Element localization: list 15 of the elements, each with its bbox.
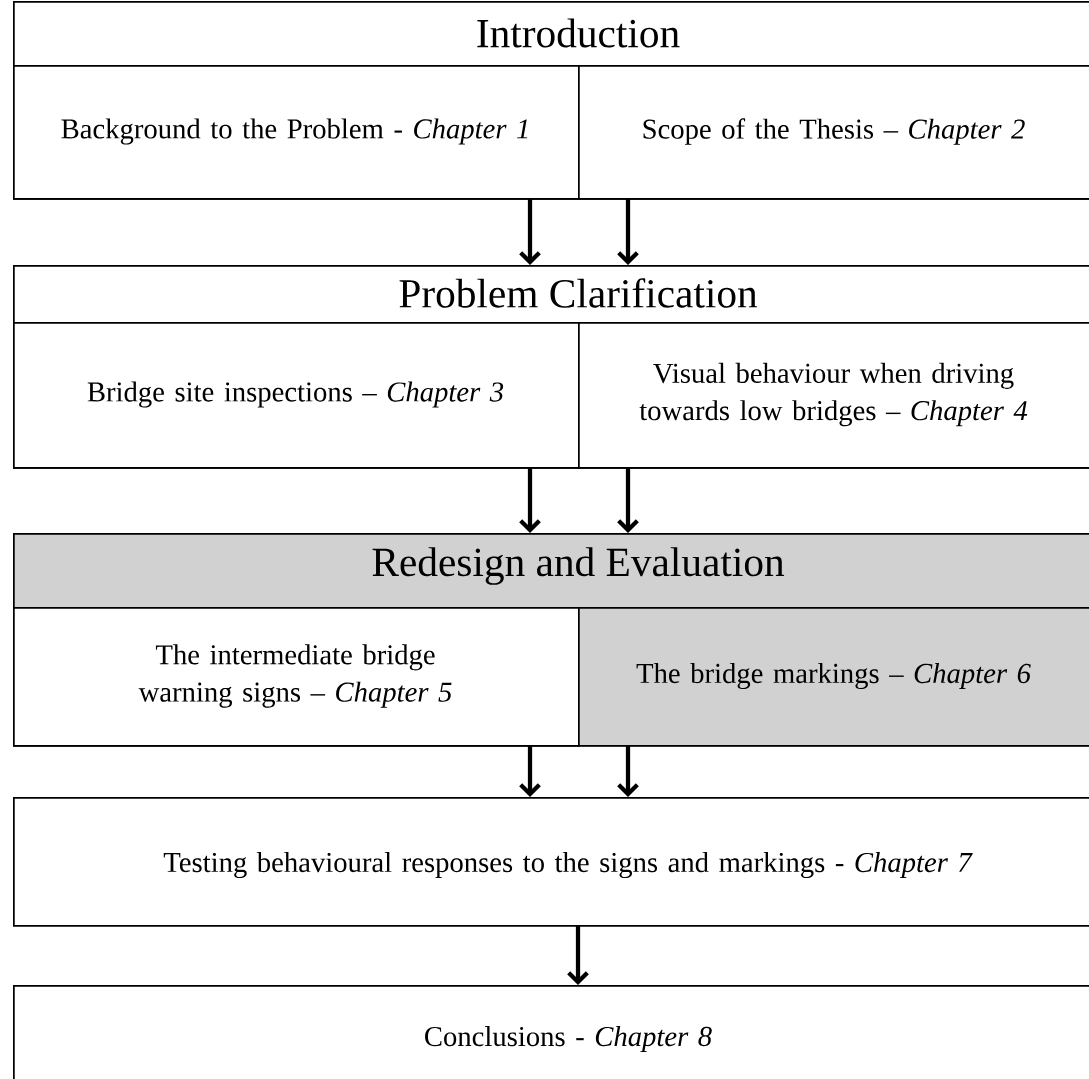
arrow (567, 925, 589, 986)
arrow (617, 198, 639, 265)
section-box: Testing behavioural responses to the signs and markings - Chapter 7 (13, 797, 1089, 927)
chapter-box: Background to the Problem - Chapter 1 (13, 65, 580, 200)
arrow (519, 467, 541, 533)
arrow (519, 745, 541, 797)
arrow (617, 467, 639, 533)
arrow (617, 745, 639, 797)
chapter-box: Scope of the Thesis – Chapter 2 (578, 65, 1089, 200)
chapter-box: The bridge markings – Chapter 6 (578, 607, 1089, 747)
chapter-box: The intermediate bridge warning signs – Chapter 5 (13, 607, 580, 747)
section-box: Conclusions - Chapter 8 (13, 985, 1089, 1079)
arrow (519, 198, 541, 265)
chapter-box: Bridge site inspections – Chapter 3 (13, 322, 580, 469)
chapter-box: Visual behaviour when driving towards low bridges – Chapter 4 (578, 322, 1089, 469)
